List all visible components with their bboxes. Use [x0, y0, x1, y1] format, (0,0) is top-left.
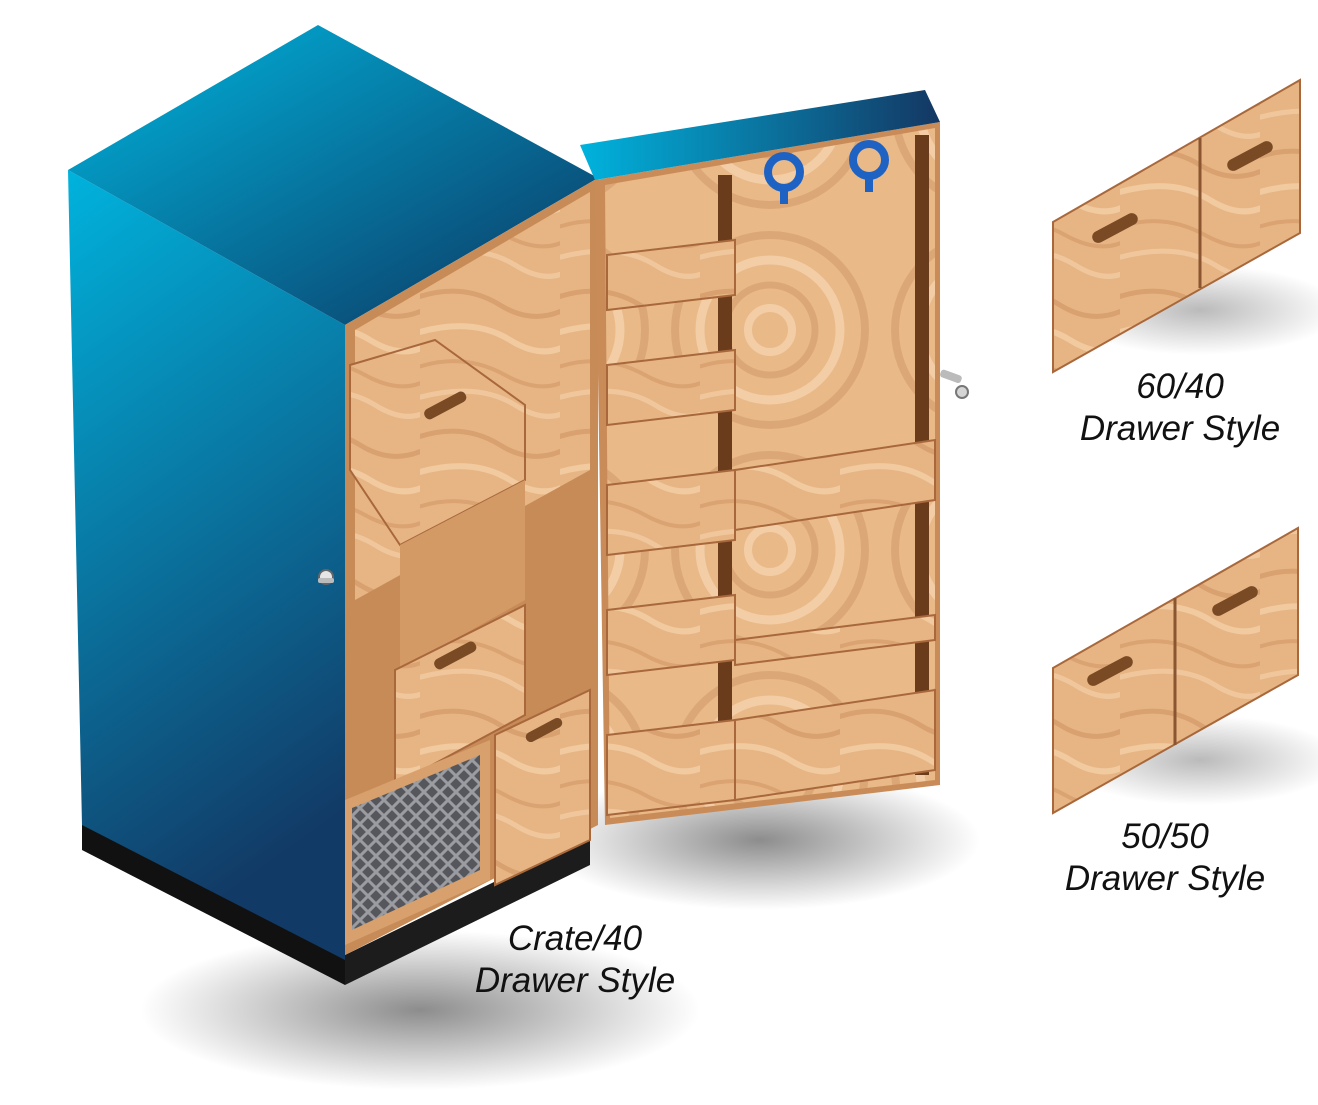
cabinet-base-right — [345, 835, 590, 985]
drawer-front-5050 — [1052, 526, 1299, 815]
cabinet-top — [68, 25, 598, 325]
cabinet-base-left — [82, 820, 345, 985]
hook-icon — [764, 152, 804, 204]
caption-line: Drawer Style — [1064, 859, 1266, 898]
middle-shelf — [400, 480, 525, 670]
caption-line: Drawer Style — [1079, 409, 1281, 448]
caption-line: 60/40 — [1136, 367, 1224, 406]
caption-line: Drawer Style — [474, 961, 676, 1000]
door-shelves-right — [734, 438, 936, 802]
caption-crate-40: Crate/40 Drawer Style — [420, 918, 730, 1002]
middle-drawer[interactable] — [394, 603, 526, 787]
caption-50-50: 50/50 Drawer Style — [1020, 816, 1310, 900]
hook-icon — [849, 140, 889, 192]
lock-icon[interactable] — [318, 569, 334, 585]
door-top-edge — [580, 90, 940, 180]
drawer-handle-slot — [525, 717, 563, 743]
drawer-handle-slot — [434, 641, 477, 670]
caption-line: Crate/40 — [507, 919, 643, 958]
door-shelves-left — [606, 238, 736, 817]
drawer-front-6040 — [1052, 78, 1301, 374]
cabinet-side-panel — [68, 170, 345, 960]
door-latch-icon[interactable] — [939, 369, 969, 399]
caption-60-40: 60/40 Drawer Style — [1030, 366, 1318, 450]
crate-grate — [352, 755, 480, 930]
floor-shadow — [140, 930, 700, 1090]
lower-right-drawer[interactable] — [494, 688, 591, 887]
caption-line: 50/50 — [1121, 817, 1209, 856]
drawer-handle-slot — [424, 391, 467, 420]
